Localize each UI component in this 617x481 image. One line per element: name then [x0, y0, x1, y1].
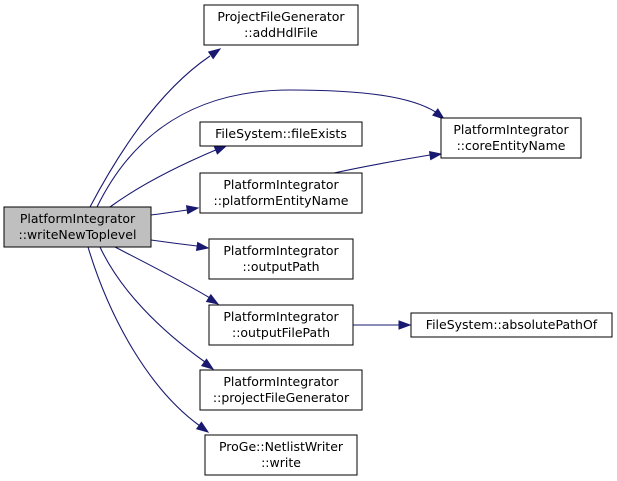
edge-line	[87, 246, 201, 427]
arrow-head-icon	[185, 205, 200, 215]
graph-node-n2[interactable]: FileSystem::fileExists	[199, 121, 363, 147]
edge-root-n4	[96, 89, 446, 208]
arrow-head-icon	[207, 48, 222, 60]
node-label: FileSystem::absolutePathOf	[426, 317, 598, 332]
node-box[interactable]	[3, 206, 152, 248]
node-label: ::writeNewToplevel	[19, 227, 137, 242]
graph-node-root[interactable]: PlatformIntegrator::writeNewToplevel	[3, 206, 152, 248]
edge-root-n5	[150, 239, 210, 252]
node-label: PlatformIntegrator	[223, 177, 339, 192]
arrow-head-icon	[195, 241, 210, 252]
node-label: ProGe::NetlistWriter	[219, 439, 344, 454]
node-box[interactable]	[204, 434, 358, 476]
graph-node-n6[interactable]: PlatformIntegrator::outputFilePath	[208, 304, 354, 346]
node-label: ::outputPath	[242, 259, 319, 274]
node-label: PlatformIntegrator	[453, 122, 569, 137]
edge-root-n8	[99, 246, 215, 370]
edge-line	[99, 246, 206, 363]
graph-node-n8[interactable]: PlatformIntegrator::projectFileGenerator	[199, 369, 363, 411]
edge-root-n9	[87, 246, 210, 433]
node-label: ::coreEntityName	[457, 138, 566, 153]
node-label: ::outputFilePath	[232, 325, 330, 340]
edge-root-n6	[114, 246, 220, 305]
edge-line	[150, 209, 189, 216]
edge-line	[89, 55, 211, 208]
graph-node-n5[interactable]: PlatformIntegrator::outputPath	[208, 238, 354, 280]
edge-line	[150, 239, 198, 247]
edge-root-n2	[109, 145, 228, 208]
arrow-head-icon	[200, 358, 215, 370]
arrow-head-icon	[205, 293, 220, 305]
graph-node-n4[interactable]: PlatformIntegrator::coreEntityName	[440, 117, 582, 159]
node-label: ProjectFileGenerator	[217, 9, 345, 24]
edge-line	[109, 148, 219, 208]
graph-node-n3[interactable]: PlatformIntegrator::platformEntityName	[199, 172, 363, 214]
node-label: PlatformIntegrator	[223, 374, 339, 389]
node-label: ::projectFileGenerator	[213, 390, 350, 405]
node-box[interactable]	[203, 4, 359, 46]
edge-line	[333, 154, 431, 174]
edge-n6-n7	[352, 320, 412, 330]
arrow-head-icon	[398, 320, 412, 330]
arrow-head-icon	[195, 421, 210, 433]
graph-node-n9[interactable]: ProGe::NetlistWriter::write	[204, 434, 358, 476]
graph-node-n1[interactable]: ProjectFileGenerator::addHdlFile	[203, 4, 359, 46]
node-box[interactable]	[208, 304, 354, 346]
node-label: ::write	[261, 455, 301, 470]
node-box[interactable]	[199, 172, 363, 214]
node-label: PlatformIntegrator	[20, 211, 136, 226]
edge-n3-n4	[333, 151, 443, 174]
node-label: ::platformEntityName	[214, 193, 349, 208]
edge-root-n3	[150, 205, 200, 216]
edge-root-n1	[89, 48, 222, 208]
node-box[interactable]	[199, 369, 363, 411]
node-label: PlatformIntegrator	[223, 243, 339, 258]
node-box[interactable]	[199, 121, 363, 147]
arrow-head-icon	[213, 145, 228, 155]
graph-node-n7[interactable]: FileSystem::absolutePathOf	[410, 312, 613, 338]
arrow-head-icon	[432, 108, 446, 120]
node-box[interactable]	[410, 312, 613, 338]
node-label: PlatformIntegrator	[223, 309, 339, 324]
node-label: ::addHdlFile	[244, 25, 318, 40]
node-label: FileSystem::fileExists	[215, 126, 347, 141]
arrow-head-icon	[428, 151, 443, 161]
edge-line	[96, 89, 441, 208]
node-box[interactable]	[440, 117, 582, 159]
node-box[interactable]	[208, 238, 354, 280]
edge-line	[114, 246, 211, 299]
